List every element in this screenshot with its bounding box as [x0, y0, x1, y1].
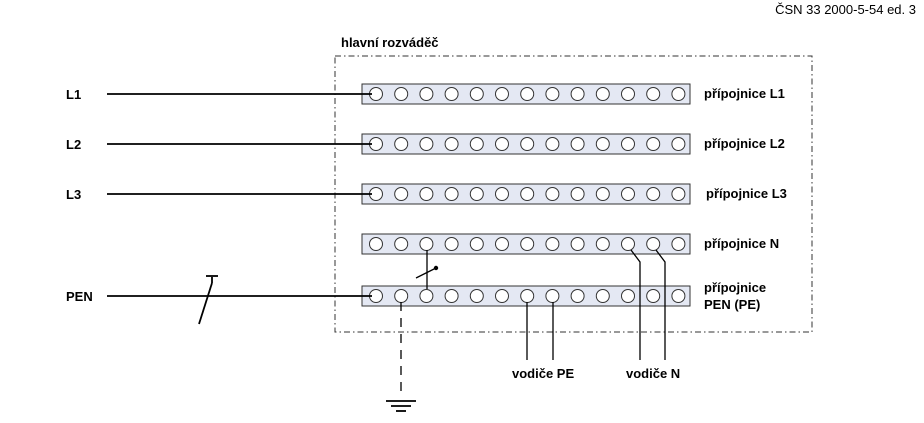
busbar-pen-label-line2: PEN (PE) — [704, 297, 760, 312]
terminal-hole-icon — [469, 137, 484, 151]
terminal-hole-icon — [646, 137, 661, 151]
terminal-hole-icon — [444, 289, 459, 303]
pen-earth-icon — [198, 275, 218, 325]
pe-conductors-label: vodiče PE — [512, 366, 574, 381]
terminal-hole-icon — [419, 289, 434, 303]
terminal-hole-icon — [520, 237, 535, 251]
terminal-hole-icon — [545, 289, 560, 303]
terminal-hole-icon — [495, 289, 509, 303]
terminal-hole-icon — [495, 137, 509, 151]
terminal-hole-icon — [520, 289, 535, 303]
main-earth-icon — [386, 302, 416, 412]
n-conductor-2 — [655, 249, 666, 360]
terminal-hole-icon — [495, 87, 509, 101]
terminal-hole-icon — [520, 137, 535, 151]
terminal-hole-icon — [520, 187, 535, 201]
busbar-n-label: přípojnice N — [704, 236, 779, 251]
terminal-hole-icon — [595, 237, 610, 251]
terminal-hole-icon — [394, 137, 409, 151]
terminal-hole-icon — [621, 289, 635, 303]
terminal-hole-icon — [545, 187, 560, 201]
switchboard-title: hlavní rozváděč — [341, 35, 439, 50]
terminal-hole-icon — [595, 137, 610, 151]
terminal-hole-icon — [545, 237, 560, 251]
terminal-hole-icon — [394, 87, 409, 101]
terminal-hole-icon — [394, 289, 409, 303]
terminal-hole-icon — [469, 87, 484, 101]
terminal-hole-icon — [469, 237, 484, 251]
terminal-hole-icon — [394, 237, 409, 251]
busbar-pen — [361, 285, 691, 307]
terminal-hole-icon — [419, 87, 434, 101]
terminal-hole-icon — [621, 137, 635, 151]
terminal-hole-icon — [545, 87, 560, 101]
busbar-l3 — [361, 183, 691, 205]
terminal-hole-icon — [570, 237, 585, 251]
terminal-hole-icon — [595, 187, 610, 201]
terminal-hole-icon — [495, 237, 509, 251]
terminal-hole-icon — [621, 187, 635, 201]
line-label-l1: L1 — [66, 87, 81, 102]
busbar-pen-label-line1: přípojnice — [704, 280, 766, 295]
terminal-hole-icon — [621, 237, 635, 251]
busbar-l3-label: přípojnice L3 — [706, 186, 787, 201]
terminal-hole-icon — [419, 237, 434, 251]
terminal-hole-icon — [570, 289, 585, 303]
terminal-hole-icon — [495, 187, 509, 201]
terminal-hole-icon — [570, 137, 585, 151]
terminal-hole-icon — [419, 137, 434, 151]
terminal-hole-icon — [419, 187, 434, 201]
busbar-n — [361, 233, 691, 255]
terminal-hole-icon — [646, 87, 661, 101]
terminal-hole-icon — [646, 237, 661, 251]
terminal-hole-icon — [444, 237, 459, 251]
line-label-l2: L2 — [66, 137, 81, 152]
terminal-hole-icon — [469, 187, 484, 201]
terminal-hole-icon — [595, 289, 610, 303]
terminal-hole-icon — [671, 137, 686, 151]
terminal-hole-icon — [671, 87, 686, 101]
terminal-hole-icon — [671, 237, 686, 251]
terminal-hole-icon — [469, 289, 484, 303]
line-label-l3: L3 — [66, 187, 81, 202]
terminal-hole-icon — [545, 137, 560, 151]
terminal-hole-icon — [369, 237, 383, 251]
terminal-hole-icon — [646, 289, 661, 303]
busbar-l1 — [361, 83, 691, 105]
terminal-hole-icon — [646, 187, 661, 201]
busbar-l2-label: přípojnice L2 — [704, 136, 785, 151]
terminal-hole-icon — [671, 289, 686, 303]
n-conductor-1 — [630, 249, 641, 360]
terminal-hole-icon — [394, 187, 409, 201]
line-label-pen: PEN — [66, 289, 93, 304]
busbar-l2 — [361, 133, 691, 155]
terminal-hole-icon — [671, 187, 686, 201]
terminal-hole-icon — [520, 87, 535, 101]
terminal-hole-icon — [570, 87, 585, 101]
n-conductors-label: vodiče N — [626, 366, 680, 381]
terminal-hole-icon — [570, 187, 585, 201]
terminal-hole-icon — [444, 187, 459, 201]
busbar-l1-label: přípojnice L1 — [704, 86, 785, 101]
standard-reference: ČSN 33 2000-5-54 ed. 3 — [775, 2, 916, 17]
terminal-hole-icon — [621, 87, 635, 101]
n-pen-disconnect-link-icon — [415, 250, 439, 289]
terminal-hole-icon — [444, 87, 459, 101]
terminal-hole-icon — [444, 137, 459, 151]
terminal-hole-icon — [595, 87, 610, 101]
